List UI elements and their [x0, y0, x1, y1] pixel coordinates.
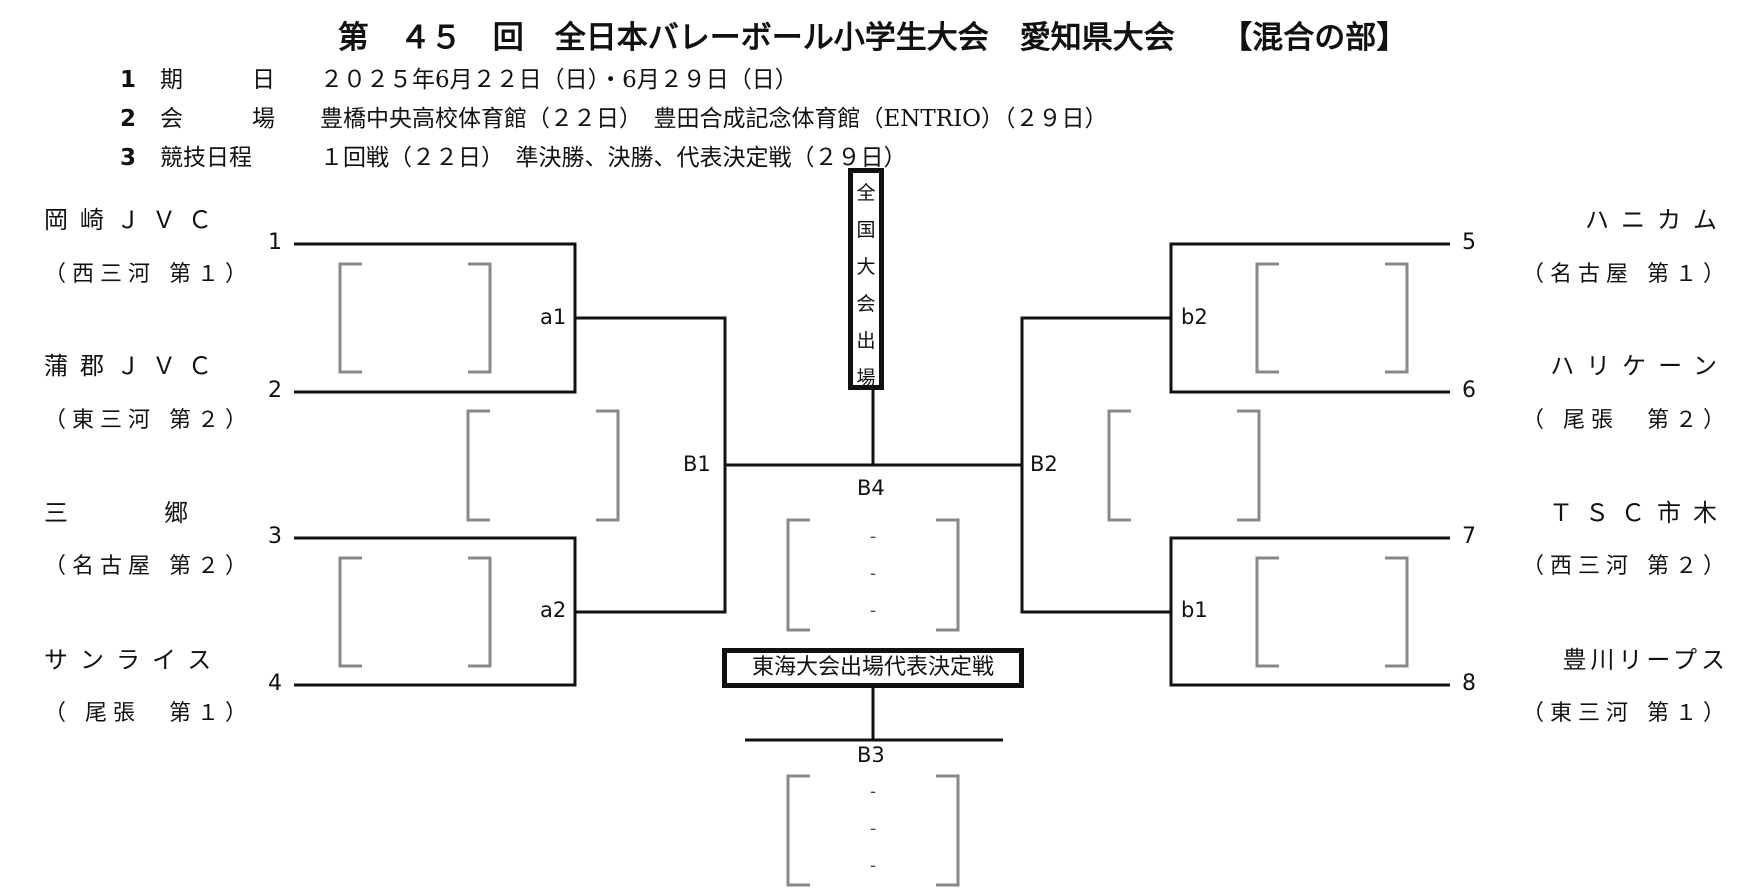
seed-2: 2	[268, 378, 282, 403]
info-label: 期 日	[160, 67, 275, 93]
match-label-a2: a2	[540, 598, 567, 622]
team-name-3: 三 郷	[44, 499, 194, 527]
team-name-6: ハリケーン	[1550, 352, 1729, 380]
national-char: 場	[856, 367, 876, 389]
team-pref-5: （名古屋 第１）	[1522, 262, 1731, 287]
team-name-2: 蒲郡ＪＶＣ	[44, 352, 224, 380]
national-char: 会	[856, 293, 876, 315]
match-label-B1: B1	[683, 452, 711, 476]
info-value: １回戦（２２日） 準決勝、決勝、代表決定戦（２９日）	[320, 145, 907, 171]
score-dash: -	[869, 818, 877, 839]
national-char: 国	[856, 219, 876, 241]
score-dash: -	[869, 563, 877, 584]
info-row-schedule: 3 競技日程 １回戦（２２日） 準決勝、決勝、代表決定戦（２９日）	[120, 138, 907, 172]
team-name-1: 岡崎ＪＶＣ	[44, 206, 224, 234]
seed-8: 8	[1462, 671, 1476, 696]
match-label-B2: B2	[1030, 452, 1058, 476]
seed-7: 7	[1462, 524, 1476, 549]
team-pref-6: （ 尾張 第２）	[1522, 408, 1731, 433]
national-char: 全	[856, 182, 876, 204]
team-name-5: ハニカム	[1585, 206, 1729, 234]
match-label-a1: a1	[540, 305, 567, 329]
bracket-left-top	[294, 242, 577, 394]
team-pref-2: （東三河 第２）	[44, 408, 253, 433]
info-num: 2	[120, 106, 137, 132]
page-title: 第 ４５ 回 全日本バレーボール小学生大会 愛知県大会 【混合の部】	[337, 20, 1408, 56]
match-label-B4: B4	[857, 476, 885, 500]
seed-6: 6	[1462, 378, 1476, 403]
info-num: 1	[120, 67, 137, 93]
info-num: 3	[120, 145, 137, 171]
national-qualify-box: 全 国 大 会 出 場	[848, 168, 884, 390]
seed-3: 3	[268, 524, 282, 549]
info-value: 豊橋中央高校体育館（２２日） 豊田合成記念体育館（ENTRIO）（２９日）	[320, 106, 1108, 132]
tokai-score: - - -	[853, 773, 893, 884]
score-dash: -	[869, 855, 877, 876]
bracket-left-bottom	[294, 536, 577, 687]
team-name-7: ＴＳＣ市木	[1549, 499, 1729, 527]
info-label: 競技日程	[160, 145, 252, 171]
match-label-b1: b1	[1181, 598, 1208, 622]
team-pref-3: （名古屋 第２）	[44, 554, 253, 579]
seed-4: 4	[268, 671, 282, 696]
score-dash: -	[869, 526, 877, 547]
team-pref-7: （西三河 第２）	[1522, 554, 1731, 579]
tokai-playoff-box: 東海大会出場代表決定戦	[722, 648, 1024, 688]
national-char: 大	[856, 256, 876, 278]
team-pref-8: （東三河 第１）	[1522, 701, 1731, 726]
seed-1: 1	[268, 230, 282, 255]
match-label-B3: B3	[857, 743, 885, 767]
info-row-venue: 2 会 場 豊橋中央高校体育館（２２日） 豊田合成記念体育館（ENTRIO）（２９日…	[120, 99, 1108, 133]
team-name-4: サンライス	[44, 646, 224, 674]
score-brackets	[338, 262, 1409, 887]
score-dash: -	[869, 600, 877, 621]
score-dash: -	[869, 781, 877, 802]
team-pref-1: （西三河 第１）	[44, 262, 253, 287]
seed-5: 5	[1462, 230, 1476, 255]
team-name-8: 豊川リープス	[1562, 646, 1729, 674]
national-char: 出	[856, 330, 876, 352]
info-row-date: 1 期 日 ２０２５年6月２２日（日）・6月２９日（日）	[120, 60, 798, 94]
final-score: - - -	[853, 518, 893, 629]
match-label-b2: b2	[1181, 305, 1208, 329]
team-pref-4: （ 尾張 第１）	[44, 701, 253, 726]
info-value: ２０２５年6月２２日（日）・6月２９日（日）	[320, 67, 798, 93]
info-label: 会 場	[160, 106, 275, 132]
